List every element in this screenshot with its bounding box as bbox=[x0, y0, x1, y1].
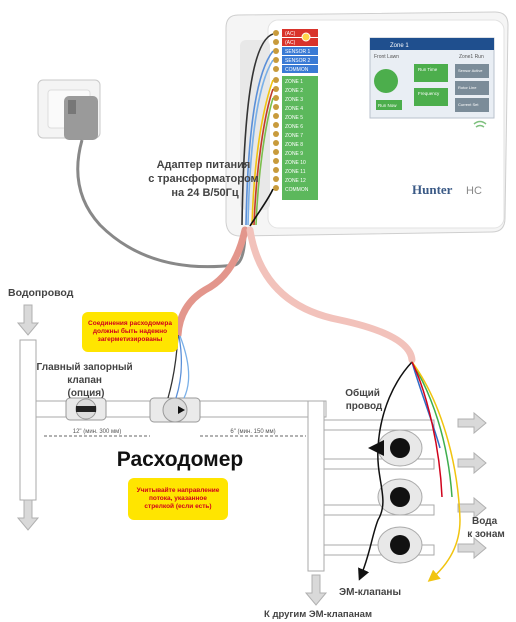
flow-meter-label: Расходомер bbox=[117, 448, 243, 471]
seal-note-line: загерметизированы bbox=[97, 336, 163, 344]
solenoid-valves-label: ЭМ-клапаны bbox=[339, 587, 401, 598]
term-zone-12: ZONE 12 bbox=[285, 178, 306, 184]
term-zone-4: ZONE 4 bbox=[285, 106, 303, 112]
term-zone-10: ZONE 10 bbox=[285, 160, 306, 166]
direction-note: Учитывайте направление потока, указанное… bbox=[128, 478, 228, 520]
main-valve bbox=[65, 397, 107, 421]
arrow-right-icon bbox=[457, 496, 487, 520]
seal-note: Соединения расходомера должны быть надеж… bbox=[82, 312, 178, 352]
arrow-right-icon bbox=[457, 536, 487, 560]
term-sensor-2: SENSOR 2 bbox=[285, 58, 311, 64]
arrow-down-icon bbox=[304, 574, 328, 606]
leaf-icon bbox=[374, 69, 398, 93]
screen-run-now: Run Now bbox=[378, 103, 397, 108]
term-zone-6: ZONE 6 bbox=[285, 124, 303, 130]
term-zone-2: ZONE 2 bbox=[285, 88, 303, 94]
term-zone-3: ZONE 3 bbox=[285, 97, 303, 103]
solenoid-valve bbox=[377, 526, 423, 564]
flow-direction-icon bbox=[168, 406, 185, 414]
seal-note-line: должны быть надежно bbox=[92, 327, 168, 335]
common-wire-label: Общий провод bbox=[345, 387, 383, 412]
seal-note-line: Соединения расходомера bbox=[88, 319, 172, 327]
other-valves-label: К другим ЭМ-клапанам bbox=[264, 609, 372, 620]
brand-logo: Hunter bbox=[412, 182, 453, 197]
controller-screen: Zone 1 Front Lawn Zone1 Run Run Now Run … bbox=[369, 37, 495, 119]
flow-arrows bbox=[16, 304, 487, 606]
flow-meter bbox=[149, 397, 201, 423]
terminal-screws bbox=[273, 30, 279, 191]
power-adapter bbox=[64, 96, 98, 140]
screen-left-header: Front Lawn bbox=[374, 54, 399, 60]
screen-title: Zone 1 bbox=[390, 43, 409, 49]
term-sensor-1: SENSOR 1 bbox=[285, 49, 311, 55]
water-supply-label: Водопровод bbox=[8, 287, 74, 299]
screen-side-btn-1: Sensor Active bbox=[458, 68, 483, 73]
internal-wires bbox=[241, 33, 274, 227]
wifi-icon bbox=[473, 120, 487, 128]
term-zone-8: ZONE 8 bbox=[285, 142, 303, 148]
adapter-label: Адаптер питания с трансформатором на 24 … bbox=[148, 159, 262, 199]
arrow-right-icon bbox=[457, 451, 487, 475]
dimension-left: 12" (мин. 300 мм) bbox=[73, 429, 122, 435]
main-valve-label: Главный запорный клапан (опция) bbox=[37, 362, 136, 399]
screen-side-btn-2: Rotor Line bbox=[458, 85, 477, 90]
screen-frequency: Frequency bbox=[418, 91, 440, 96]
arrow-down-icon bbox=[16, 499, 40, 531]
screen-run-time: Run Time bbox=[418, 67, 438, 72]
solenoid-valve bbox=[377, 478, 423, 516]
term-zone-11: ZONE 11 bbox=[285, 169, 306, 175]
arrow-down-icon bbox=[16, 304, 40, 336]
term-zone-1: ZONE 1 bbox=[285, 79, 303, 85]
valve-wires bbox=[358, 361, 461, 582]
model-label: HC bbox=[466, 185, 482, 197]
term-zone-9: ZONE 9 bbox=[285, 151, 303, 157]
arrow-right-icon bbox=[457, 411, 487, 435]
direction-note-line: потока, указанное bbox=[148, 494, 208, 502]
term-sensor-common: COMMON bbox=[285, 67, 309, 73]
solenoid-valve bbox=[368, 429, 423, 467]
term-ac-2: (AC) bbox=[285, 40, 296, 46]
direction-note-line: стрелкой (если есть) bbox=[144, 503, 212, 511]
screen-right-header: Zone1 Run bbox=[459, 54, 484, 60]
screen-side-btn-3: Current Set bbox=[458, 102, 479, 107]
valve-cable bbox=[246, 226, 416, 364]
dimension-right: 6" (мин. 150 мм) bbox=[230, 429, 275, 435]
terminal-strip: (AC) (AC) SENSOR 1 SENSOR 2 COMMON ZONE … bbox=[282, 29, 318, 200]
term-ac-1: (AC) bbox=[285, 31, 296, 37]
term-zone-7: ZONE 7 bbox=[285, 133, 303, 139]
sensor-cable bbox=[174, 226, 249, 339]
adapter-cable bbox=[76, 139, 247, 269]
term-zone-5: ZONE 5 bbox=[285, 115, 303, 121]
term-zone-common: COMMON bbox=[285, 187, 309, 193]
direction-note-line: Учитывайте направление bbox=[136, 486, 220, 494]
water-to-zones-label: Вода к зонам bbox=[467, 516, 505, 540]
